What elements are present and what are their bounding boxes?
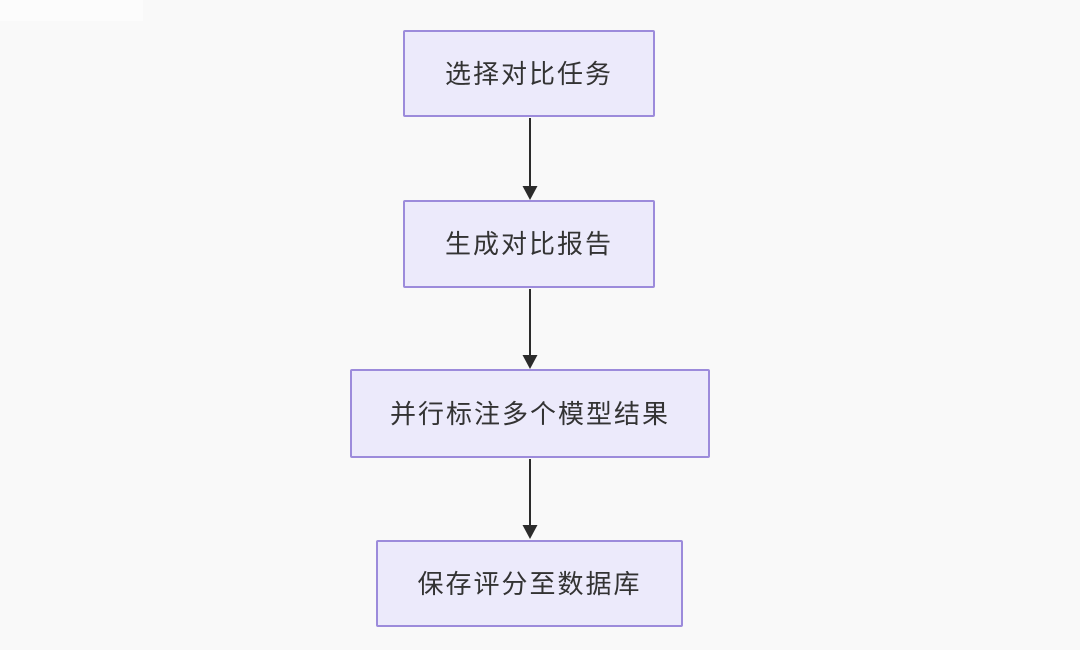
arrow-n2-n3 bbox=[522, 289, 538, 369]
flow-node-select-comparison-task[interactable]: 选择对比任务 bbox=[403, 30, 655, 117]
flow-node-save-scores-to-database[interactable]: 保存评分至数据库 bbox=[376, 540, 683, 627]
flow-node-parallel-annotate-model-results[interactable]: 并行标注多个模型结果 bbox=[350, 369, 710, 458]
node-label: 选择对比任务 bbox=[444, 58, 613, 89]
node-label: 保存评分至数据库 bbox=[417, 568, 642, 599]
top-left-artifact bbox=[0, 0, 143, 21]
flow-node-generate-comparison-report[interactable]: 生成对比报告 bbox=[403, 200, 655, 288]
node-label: 生成对比报告 bbox=[444, 229, 613, 259]
node-label: 并行标注多个模型结果 bbox=[389, 398, 670, 429]
arrow-n1-n2 bbox=[522, 118, 538, 200]
arrow-n3-n4 bbox=[522, 459, 538, 539]
